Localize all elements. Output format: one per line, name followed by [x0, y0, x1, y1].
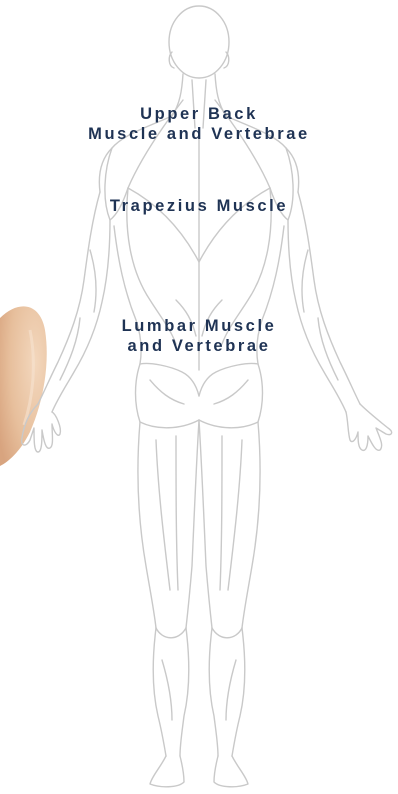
- trapezius-label: Trapezius Muscle: [0, 196, 398, 216]
- lumbar-label-line2: and Vertebrae: [0, 336, 398, 356]
- trapezius-label-line1: Trapezius Muscle: [0, 196, 398, 216]
- upper-back-label-line1: Upper Back: [0, 104, 398, 124]
- upper-back-label-line2: Muscle and Vertebrae: [0, 124, 398, 144]
- lumbar-label-line1: Lumbar Muscle: [0, 316, 398, 336]
- upper-back-label: Upper Back Muscle and Vertebrae: [0, 104, 398, 144]
- lumbar-label: Lumbar Muscle and Vertebrae: [0, 316, 398, 356]
